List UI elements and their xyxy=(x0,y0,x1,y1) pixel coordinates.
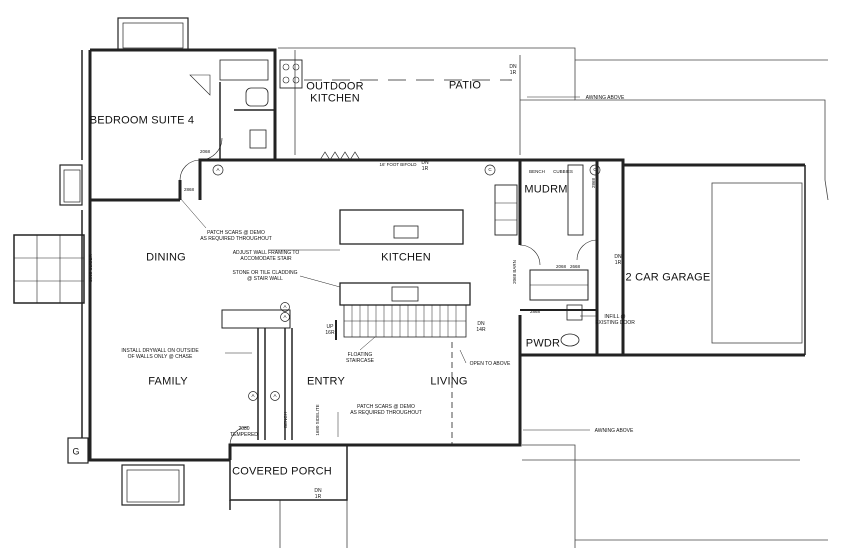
room-label-patio: PATIO xyxy=(448,79,482,92)
note-awning-top: AWNING ABOVE xyxy=(585,94,625,101)
room-label-family: FAMILY xyxy=(148,375,188,388)
note-stone-cladding: STONE OR TILE CLADDING@ STAIR WALL xyxy=(232,269,298,282)
section-marker-a2: A xyxy=(283,303,287,309)
label-door-2668-pwdr: 2668 xyxy=(569,263,581,269)
room-label-mudroom: MUDRM xyxy=(524,183,568,196)
room-label-living: LIVING xyxy=(430,375,468,388)
note-open-to-above: OPEN TO ABOVE xyxy=(469,360,511,367)
label-slider: 2068 SLIDER xyxy=(87,254,93,282)
room-label-kitchen: KITCHEN xyxy=(381,251,431,264)
room-label-dining: DINING xyxy=(146,251,186,264)
label-sidelite: 1680 SIDELITE xyxy=(314,404,320,436)
label-cubbies: CUBBIES xyxy=(553,168,573,174)
room-label-entry: ENTRY xyxy=(306,375,346,388)
label-bench-1: BENCH xyxy=(529,168,545,174)
section-marker-c2: C xyxy=(593,166,597,172)
section-marker-c1: C xyxy=(488,166,492,172)
note-awning-bottom: AWNING ABOVE xyxy=(594,427,634,434)
note-bifold: 16' FOOT BIFOLD xyxy=(379,161,417,167)
section-marker-a5: A xyxy=(273,392,277,398)
label-door-2868: 2868 xyxy=(183,186,195,192)
section-marker-a1: A xyxy=(216,166,220,172)
label-bench-2: BENCH xyxy=(282,412,288,428)
label-door-2068-barn: 2068 BARN xyxy=(511,260,517,284)
room-label-outdoor-kitchen: OUTDOOR KITCHEN xyxy=(306,80,364,104)
label-door-2868-mud: 2868 xyxy=(590,177,596,189)
marker-g: G xyxy=(72,446,80,457)
room-label-garage: 2 CAR GARAGE xyxy=(625,271,711,284)
room-label-bedroom: BEDROOM SUITE 4 xyxy=(89,114,195,127)
label-door-2068-mud: 2068 xyxy=(555,263,567,269)
label-door-2868-b: 2868 xyxy=(529,308,541,314)
section-marker-a3: A xyxy=(283,313,287,319)
room-label-powder: PWDR xyxy=(525,337,561,350)
section-marker-a4: A xyxy=(251,392,255,398)
room-label-porch: COVERED PORCH xyxy=(232,465,332,478)
label-door-2068: 2068 xyxy=(199,148,211,154)
note-infill: INFILL @EXISTING DOOR xyxy=(595,313,635,326)
